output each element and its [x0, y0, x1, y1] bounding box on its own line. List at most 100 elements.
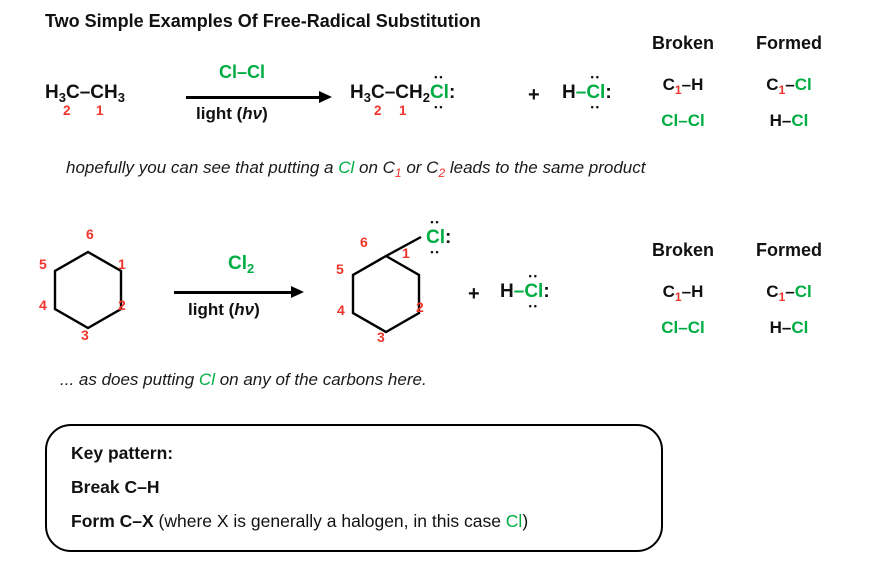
broken-c1-h: C1–H: [630, 75, 736, 96]
ring1-c4-number: 4: [39, 297, 47, 313]
conditions-pre: light (: [196, 104, 243, 123]
note1-text-1: hopefully you can see that putting a: [66, 158, 339, 177]
key-pattern-form: Form C–X (where X is generally a halogen…: [71, 511, 637, 532]
ethane-c1-number: 1: [96, 103, 104, 118]
ring-chlorine-label: ••Cl••:: [426, 218, 451, 257]
bond: –: [785, 75, 795, 94]
ethane-sub3b: 3: [117, 90, 125, 105]
formed-c1-cl: C1–Cl: [736, 282, 842, 304]
product-sub3: 3: [363, 90, 371, 105]
bond-h: –H: [681, 75, 704, 94]
table-row: C1–H C1–Cl: [630, 75, 842, 97]
note-any-carbon: ... as does putting Cl on any of the car…: [60, 370, 427, 390]
lone-pair-dots: ••: [590, 72, 601, 82]
chlorine-atom: Cl: [794, 75, 812, 94]
lone-pair-colon: :: [605, 82, 612, 103]
chloroethane-formula: H3C–CH2••Cl••:: [350, 73, 456, 112]
ethane-sub3a: 3: [58, 90, 66, 105]
c1-cl-bond: [385, 235, 422, 258]
broken-formed-table-1: Broken Formed C1–H C1–Cl Cl–Cl H–Cl: [630, 33, 842, 131]
note2-text-1: ... as does putting: [60, 370, 199, 389]
carbon: C: [662, 282, 675, 301]
conditions-post: ): [262, 104, 268, 123]
page-title: Two Simple Examples Of Free-Radical Subs…: [45, 11, 481, 31]
chlorine-with-lone-pairs: ••Cl••: [426, 218, 445, 257]
formed-c1-cl: C1–Cl: [736, 75, 842, 97]
ring2-c3-number: 3: [377, 329, 385, 345]
chlorine-atom: Cl: [426, 227, 445, 248]
chlorine-atom: Cl: [794, 282, 812, 301]
reagent-cl2-label: Cl2: [228, 253, 254, 275]
note2-cl: Cl: [198, 370, 215, 389]
ring1-c1-number: 1: [118, 256, 126, 272]
form-cx-detail: (where X is generally a halogen, in this…: [153, 511, 506, 531]
hcl-bond: –: [513, 281, 525, 302]
product-h: H: [350, 82, 364, 103]
hcl-h: H: [562, 82, 576, 103]
form-cx-cl: Cl: [505, 511, 523, 531]
ring2-c2-number: 2: [416, 299, 424, 315]
product-mid: C–CH: [370, 82, 423, 103]
lone-pair-dots: ••: [434, 102, 445, 112]
table-row: Cl–Cl H–Cl: [630, 111, 842, 131]
chlorine-atom: Cl: [791, 318, 809, 337]
reaction-arrow-2: [174, 291, 292, 294]
hcl-h: H: [500, 281, 514, 302]
note1-text-2: on C: [354, 158, 395, 177]
key-pattern-heading: Key pattern:: [71, 443, 174, 463]
ring1-c5-number: 5: [39, 256, 47, 272]
plus-sign: +: [528, 84, 540, 106]
hcl-bond: –: [575, 82, 587, 103]
lone-pair-dots: ••: [430, 217, 441, 227]
lone-pair-dots: ••: [434, 72, 445, 82]
chlorine-atom: Cl: [791, 111, 809, 130]
formed-header: Formed: [755, 240, 822, 260]
lone-pair-dots: ••: [590, 102, 601, 112]
note2-text-2: on any of the carbons here.: [214, 370, 427, 389]
conditions-pre: light (: [188, 300, 235, 319]
broken-cl-cl: Cl–Cl: [661, 111, 705, 130]
chlorine-with-lone-pairs: ••Cl••: [524, 272, 543, 311]
chlorine: Cl: [228, 253, 247, 274]
chlorine-atom: Cl: [429, 82, 449, 103]
ring2-c6-number: 6: [360, 234, 368, 250]
chloroethane-c2-number: 2: [374, 103, 382, 118]
cyclohexane-ring: [53, 250, 123, 330]
lone-pair-dots: ••: [430, 247, 441, 257]
broken-header: Broken: [651, 33, 714, 53]
ring1-c3-number: 3: [81, 327, 89, 343]
chlorine-atom: Cl: [586, 82, 606, 103]
formed-h-cl: H–Cl: [736, 318, 842, 338]
broken-formed-table-2: Broken Formed C1–H C1–Cl Cl–Cl H–Cl: [630, 240, 842, 338]
c1-subscript: 1: [778, 290, 786, 304]
h-bond: H–: [769, 318, 792, 337]
ring1-c2-number: 2: [118, 297, 126, 313]
table-row: Cl–Cl H–Cl: [630, 318, 842, 338]
ring2-c4-number: 4: [337, 302, 345, 318]
bond-h: –H: [681, 282, 704, 301]
ring2-c1-number: 1: [402, 245, 410, 261]
chloroethane-c1-number: 1: [399, 103, 407, 118]
ethane-formula: H3C–CH3: [45, 82, 125, 104]
note1-c1-sub: 1: [394, 166, 402, 180]
ethane-c2-number: 2: [63, 103, 71, 118]
note1-text-3: or C: [401, 158, 439, 177]
lone-pair-dots: ••: [528, 271, 539, 281]
c1-subscript: 1: [778, 83, 786, 97]
conditions-light-hv-2: light (hν): [188, 300, 260, 320]
plus-sign: +: [468, 283, 480, 305]
chlorocyclohexane-ring: [351, 235, 422, 334]
hcl-product-1: H–••Cl••:: [562, 73, 612, 112]
chlorine-with-lone-pairs: ••Cl••: [586, 73, 606, 112]
broken-c1-h: C1–H: [630, 282, 736, 303]
ethane-mid: C–CH: [65, 82, 118, 103]
conditions-post: ): [254, 300, 260, 319]
table-header-row: Broken Formed: [630, 240, 842, 261]
carbon: C: [766, 75, 779, 94]
key-pattern-break: Break C–H: [71, 477, 160, 497]
note1-text-4: leads to the same product: [445, 158, 646, 177]
lone-pair-colon: :: [448, 82, 456, 103]
reagent-cl-cl-label: Cl–Cl: [219, 62, 266, 82]
chlorine-with-lone-pairs: ••Cl••: [429, 73, 449, 112]
